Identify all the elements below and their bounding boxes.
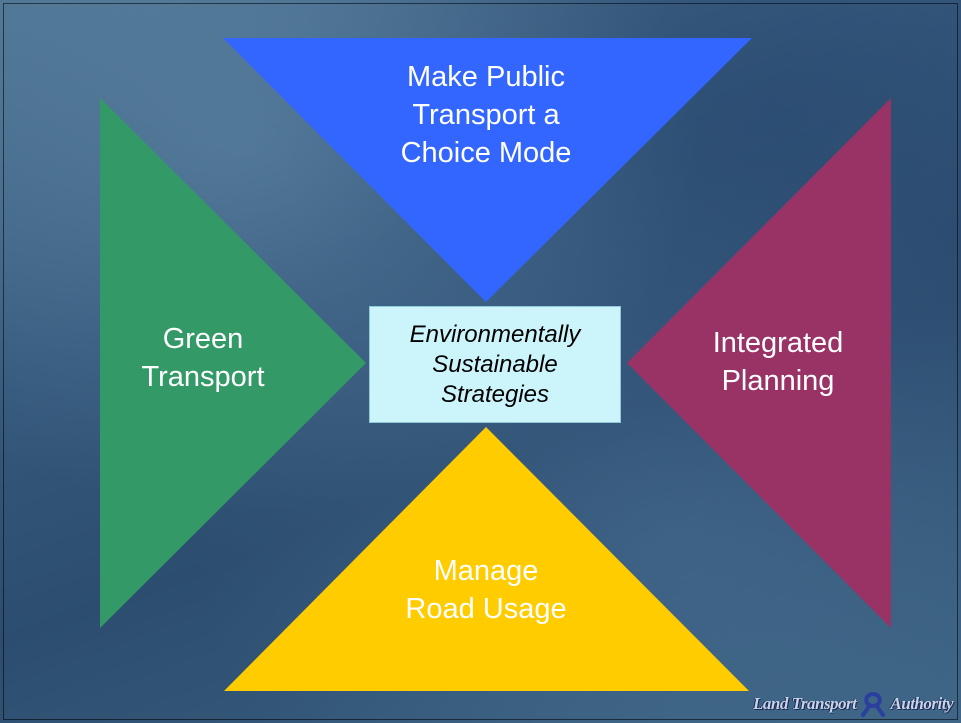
lta-logo: Land Transport Authority — [753, 691, 953, 717]
center-box: Environmentally Sustainable Strategies — [369, 306, 621, 423]
logo-right-text: Authority — [890, 694, 953, 713]
ribbon-icon — [861, 691, 886, 717]
right-triangle — [627, 98, 891, 628]
left-triangle — [100, 98, 366, 628]
center-label: Environmentally Sustainable Strategies — [409, 320, 581, 408]
top-triangle-label: Make Public Transport a Choice Mode — [400, 61, 572, 169]
top-triangle — [223, 38, 752, 302]
bottom-triangle-label: Manage Road Usage — [405, 555, 567, 625]
bottom-triangle — [224, 427, 749, 691]
logo-left-text: Land Transport — [753, 694, 857, 713]
right-triangle-label: Integrated Planning — [712, 327, 844, 397]
left-triangle-label: Green Transport — [141, 323, 265, 393]
